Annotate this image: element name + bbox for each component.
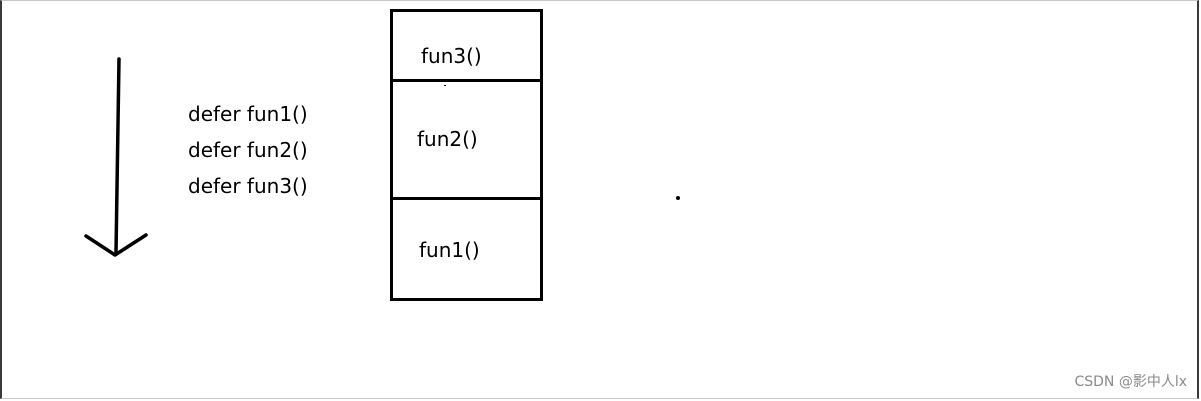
down-arrow-icon xyxy=(84,57,148,257)
defer-statement: defer fun2() xyxy=(188,138,308,162)
call-stack: fun3() fun2() fun1() xyxy=(390,9,543,301)
stack-cell-label: fun1() xyxy=(419,238,480,262)
defer-statement: defer fun1() xyxy=(188,102,308,126)
defer-statement-list: defer fun1() defer fun2() defer fun3() xyxy=(188,96,308,204)
stack-cell-middle: fun2() xyxy=(393,82,540,200)
stack-cell-label: fun3() xyxy=(421,44,482,68)
stack-cell-bottom: fun1() xyxy=(393,200,540,298)
stack-cell-top: fun3() xyxy=(393,12,540,82)
stray-mark xyxy=(444,85,446,86)
defer-statement: defer fun3() xyxy=(188,174,308,198)
stack-cell-label: fun2() xyxy=(417,127,478,151)
stray-dot xyxy=(676,196,680,200)
watermark: CSDN @影中人lx xyxy=(1074,374,1187,390)
